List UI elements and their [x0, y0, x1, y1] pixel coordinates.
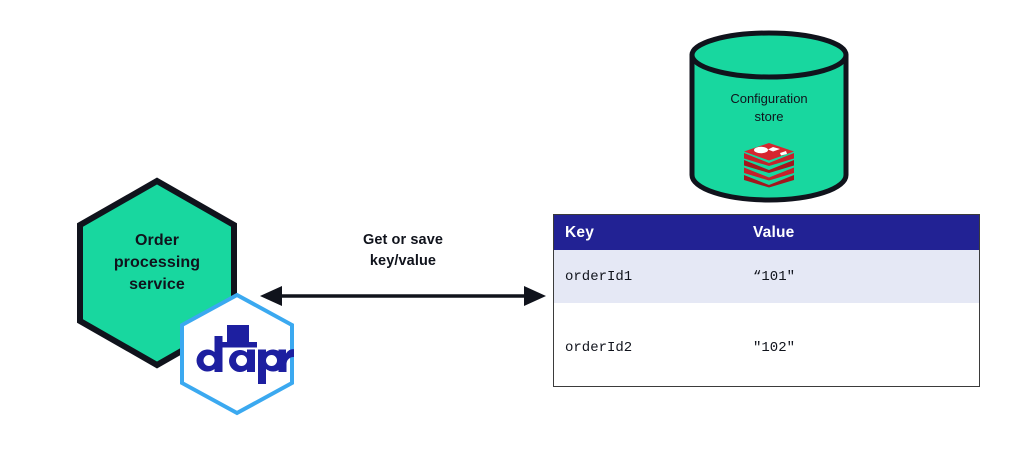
redis-logo-icon	[742, 142, 796, 188]
cell-key: orderId1	[565, 268, 633, 285]
service-label-line-1: Order	[134, 232, 180, 249]
arrow-label-line-1: Get or save	[362, 232, 444, 248]
key-value-table: Key Value orderId1 “101" orderId2 "102"	[553, 214, 980, 387]
cell-value: "102"	[753, 340, 796, 356]
service-label: Order processing service	[75, 230, 239, 296]
cell-key: orderId2	[565, 340, 633, 356]
cylinder-top	[689, 30, 849, 80]
arrow-label-line-2: key/value	[369, 253, 437, 269]
column-header-value: Value	[753, 223, 795, 241]
dapr-tophat-icon	[219, 325, 257, 348]
table-header-row: Key Value	[554, 215, 979, 250]
arrow-head-right	[524, 286, 546, 306]
table-row: orderId1 “101"	[554, 250, 979, 303]
get-or-save-arrow	[258, 283, 548, 309]
store-label-line-1: Configuration	[730, 91, 808, 106]
dapr-wordmark	[196, 336, 294, 384]
cell-value: “101"	[753, 268, 796, 285]
cylinder-body	[689, 52, 849, 203]
redis-stack	[744, 143, 794, 188]
service-label-line-3: service	[129, 276, 185, 293]
dapr-logo	[178, 292, 296, 416]
column-header-key: Key	[565, 223, 595, 241]
configuration-store-cylinder	[688, 30, 850, 203]
arrow-label: Get or save key/value	[288, 230, 518, 272]
table-row: orderId2 "102"	[554, 303, 979, 385]
service-label-line-2: processing	[113, 254, 201, 271]
arrow-head-left	[260, 286, 282, 306]
store-label-line-2: store	[754, 109, 784, 124]
configuration-store-label: Configuration store	[688, 90, 850, 126]
